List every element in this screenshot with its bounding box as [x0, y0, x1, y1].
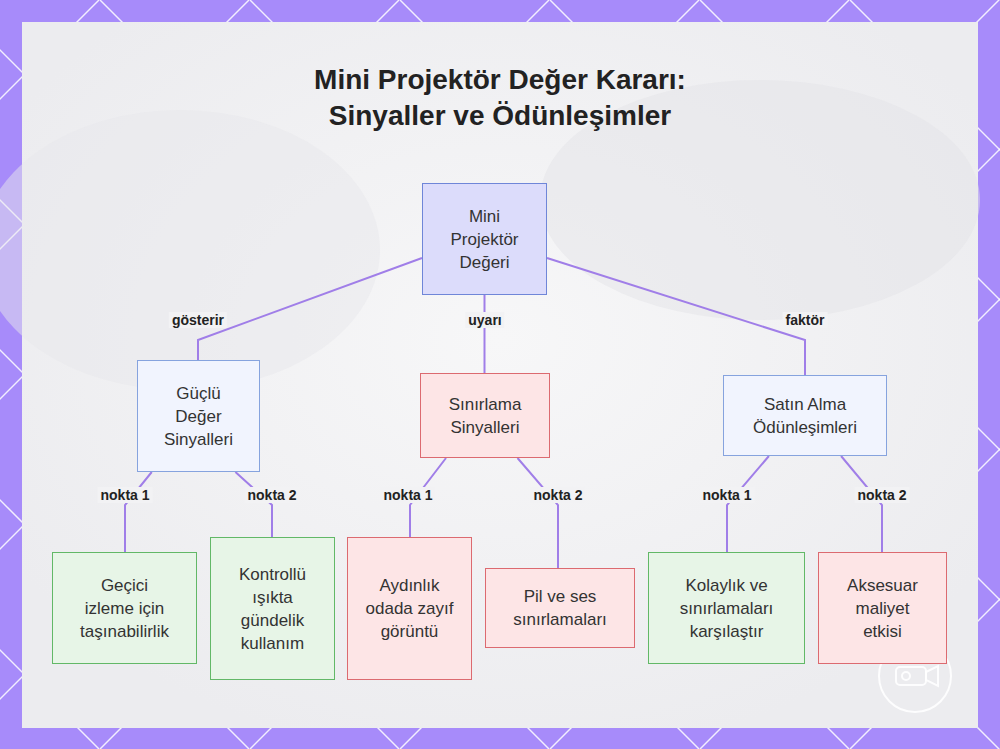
concept-box: Satın Alma Ödünleşimleri: [723, 375, 887, 456]
box-text: Aksesuar maliyet etkisi: [835, 574, 930, 643]
edge-label: uyarı: [465, 312, 504, 328]
concept-box: Kontrollü ışıkta gündelik kullanım: [210, 537, 335, 680]
concept-box: Mini Projektör Değeri: [422, 183, 547, 295]
concept-box: Pil ve ses sınırlamaları: [485, 568, 635, 648]
edge-label: faktör: [783, 312, 828, 328]
edge-label: nokta 2: [854, 487, 909, 503]
edge-label: nokta 2: [244, 487, 299, 503]
connector-line: [547, 258, 805, 375]
edge-label: gösterir: [169, 312, 227, 328]
connector-line: [235, 472, 272, 537]
box-text: Mini Projektör Değeri: [437, 205, 532, 274]
connector-line: [484, 295, 486, 373]
box-text: Kontrollü ışıkta gündelik kullanım: [223, 563, 322, 655]
concept-box: Sınırlama Sinyalleri: [420, 373, 550, 458]
edge-label: nokta 1: [380, 487, 435, 503]
concept-box: Güçlü Değer Sinyalleri: [137, 360, 260, 472]
connector-line: [518, 458, 559, 568]
box-text: Sınırlama Sinyalleri: [431, 393, 539, 439]
box-text: Güçlü Değer Sinyalleri: [152, 382, 245, 451]
connector-line: [727, 456, 769, 552]
concept-box: Aydınlık odada zayıf görüntü: [347, 537, 472, 680]
connector-line: [841, 456, 882, 552]
connector-line: [198, 258, 422, 360]
edge-label: nokta 1: [97, 487, 152, 503]
blur-blob: [0, 110, 380, 390]
box-text: Aydınlık odada zayıf görüntü: [364, 574, 455, 643]
edge-label: nokta 1: [699, 487, 754, 503]
concept-box: Aksesuar maliyet etkisi: [818, 552, 947, 664]
connector-line: [125, 472, 152, 552]
diagram-title: Mini Projektör Değer Kararı: Sinyaller v…: [265, 62, 735, 134]
box-text: Pil ve ses sınırlamaları: [510, 585, 610, 631]
box-text: Kolaylık ve sınırlamaları karşılaştır: [663, 574, 790, 643]
box-text: Satın Alma Ödünleşimleri: [734, 393, 876, 439]
concept-box: Geçici izleme için taşınabilirlik: [52, 552, 197, 664]
concept-box: Kolaylık ve sınırlamaları karşılaştır: [648, 552, 805, 664]
edge-label: nokta 2: [530, 487, 585, 503]
box-text: Geçici izleme için taşınabilirlik: [75, 574, 174, 643]
